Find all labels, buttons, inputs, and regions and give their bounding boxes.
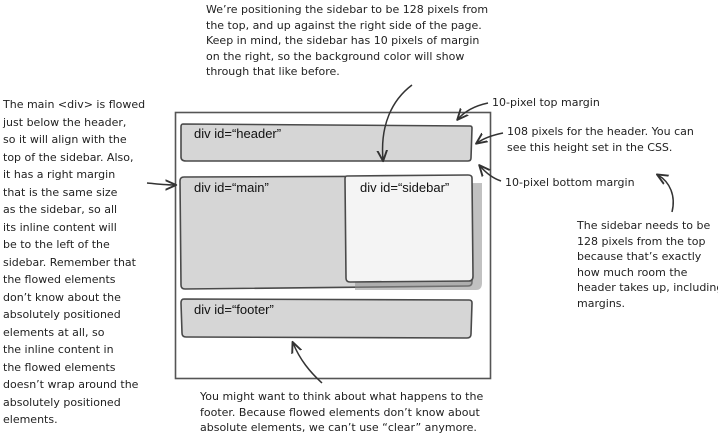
arrow-header-height — [477, 132, 504, 143]
note-sidebar-position: We’re positioning the sidebar to be 128 … — [206, 2, 488, 80]
note-line: absolutely positioned — [3, 308, 121, 321]
note-line: the inline content in — [3, 343, 114, 356]
note-line: as the sidebar, so all — [3, 203, 118, 216]
footer-box-label: div id=“footer” — [194, 302, 274, 317]
note-line: footer. Because flowed elements don’t kn… — [200, 405, 480, 419]
note-header-height: 108 pixels for the header. You can see t… — [507, 124, 694, 155]
note-line: don’t know about the — [3, 290, 121, 304]
note-line: so it will align with the — [3, 133, 127, 146]
note-main-div: The main <div> is flowed just below the … — [3, 96, 145, 429]
note-line: that is the same size — [3, 185, 118, 199]
header-box — [180, 123, 473, 162]
note-line: 128 pixels from the top — [577, 234, 706, 248]
note-line: 10-pixel top margin — [492, 96, 600, 109]
note-line: header takes up, including — [577, 281, 718, 295]
note-line: 10-pixel bottom margin — [505, 176, 635, 189]
note-line: how much room the — [577, 265, 688, 279]
note-line: elements at all, so — [3, 325, 105, 339]
note-line: absolute elements, we can’t use “clear” … — [200, 421, 477, 435]
arrow-sidebar-top — [658, 175, 674, 213]
note-line: doesn’t wrap around the — [3, 378, 139, 391]
note-line: The main <div> is flowed — [3, 98, 146, 111]
note-line: its inline content will — [3, 220, 117, 234]
footer-box — [180, 298, 473, 339]
sidebar-box-label: div id=“sidebar” — [360, 180, 450, 195]
note-line: We’re positioning the sidebar to be 128 … — [206, 3, 489, 16]
note-line: because that’s exactly — [577, 250, 702, 264]
note-line: the flowed elements — [3, 360, 116, 374]
note-line: through that like before. — [206, 65, 340, 79]
note-footer: You might want to think about what happe… — [200, 389, 483, 436]
note-line: sidebar. Remember that — [3, 255, 136, 269]
note-sidebar-top: The sidebar needs to be 128 pixels from … — [577, 218, 718, 312]
header-box-label: div id=“header” — [194, 126, 282, 141]
note-top-margin: 10-pixel top margin — [492, 95, 600, 111]
note-bottom-margin: 10-pixel bottom margin — [505, 175, 635, 191]
arrow-bottom-margin — [480, 166, 502, 182]
note-line: the flowed elements — [3, 273, 116, 286]
note-line: on the right, so the background color wi… — [206, 49, 465, 63]
note-line: top of the sidebar. Also, — [3, 150, 134, 164]
note-line: just below the header, — [3, 115, 127, 129]
note-line: elements. — [3, 413, 58, 426]
arrow-sidebar-position — [383, 84, 413, 160]
note-line: The sidebar needs to be — [577, 219, 711, 232]
arrow-top-margin — [458, 102, 489, 119]
note-line: margins. — [577, 296, 626, 310]
sidebar-box — [344, 174, 474, 283]
arrow-footer — [293, 343, 323, 384]
note-line: 108 pixels for the header. You can — [507, 125, 694, 138]
note-line: absolutely positioned — [3, 395, 121, 409]
main-box-label: div id=“main” — [194, 180, 269, 195]
arrow-main-div — [146, 183, 175, 185]
note-line: You might want to think about what happe… — [200, 390, 484, 403]
note-line: Keep in mind, the sidebar has 10 pixels … — [206, 34, 480, 48]
note-line: be to the left of the — [3, 238, 110, 251]
note-line: the top, and up against the right side o… — [206, 18, 482, 32]
note-line: see this height set in the CSS. — [507, 140, 673, 154]
note-line: it has a right margin — [3, 168, 116, 181]
